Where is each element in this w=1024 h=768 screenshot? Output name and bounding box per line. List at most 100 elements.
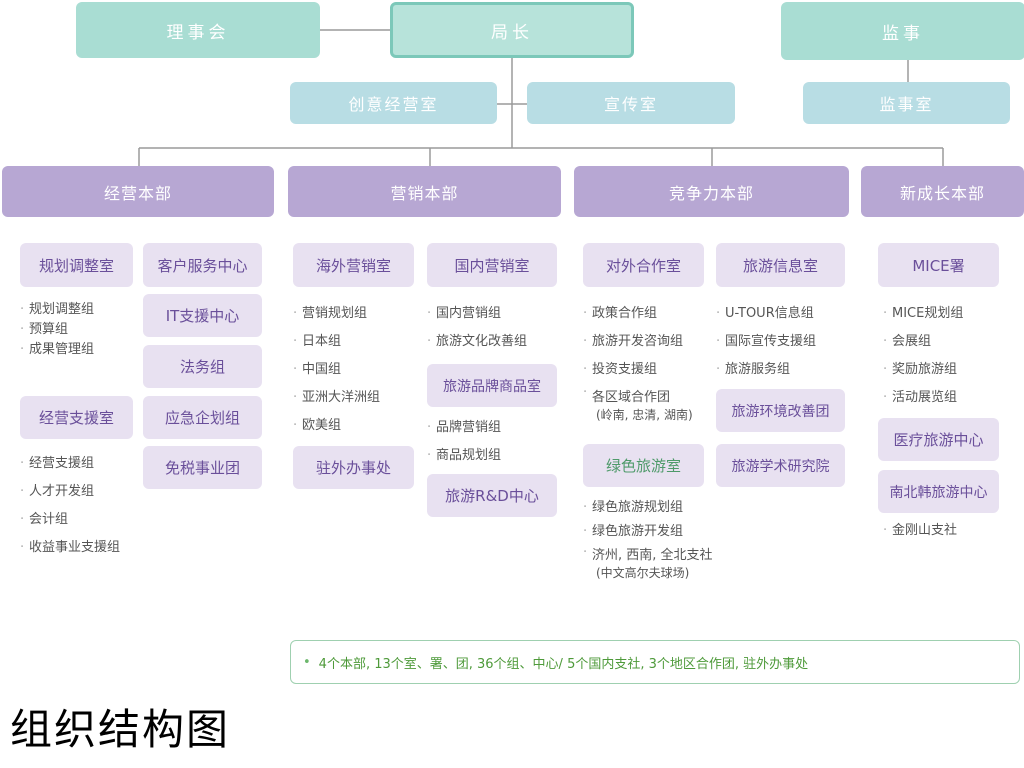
division-management: 经营本部 [2,166,274,217]
tourism-environment-group: 旅游环境改善团 [716,389,845,432]
list-item: MICE规划组 [883,300,963,328]
overseas-marketing-office: 海外营销室 [293,243,414,287]
list-item: 绿色旅游规划组 [583,496,713,520]
regional-group-label: 各区域合作团 [592,390,671,405]
planning-groups: 规划调整组 预算组 成果管理组 [20,300,94,360]
domestic-marketing-office: 国内营销室 [427,243,557,287]
external-cooperation-label: 对外合作室 [605,256,681,275]
customer-service-label: 客户服务中心 [157,256,248,275]
list-item: 预算组 [20,320,94,340]
list-item: 各区域合作团 (岭南, 忠清, 湖南) [583,384,693,423]
list-item: 旅游开发咨询组 [583,328,693,356]
division-marketing-label: 营销本部 [390,183,459,203]
division-marketing: 营销本部 [288,166,561,217]
supervisor-label: 监事 [882,23,924,44]
list-item: 绿色旅游开发组 [583,520,713,544]
list-item: 商品规划组 [427,442,501,470]
kumgang-branch-list: 金刚山支社 [883,520,957,542]
tourism-rd-center: 旅游R&D中心 [427,474,557,517]
list-item: 会计组 [20,506,120,534]
supervision-office-label: 监事室 [879,95,934,114]
green-tourism-office: 绿色旅游室 [583,444,704,487]
brand-groups: 品牌营销组 商品规划组 [427,414,501,470]
mice-bureau: MICE署 [878,243,999,287]
summary-note: • 4个本部, 13个室、署、团, 36个组、中心/ 5个国内支社, 3个地区合… [290,640,1020,684]
list-item: 欧美组 [293,412,380,440]
medical-tourism-center: 医疗旅游中心 [878,418,999,461]
jeju-branch-label: 济州, 西南, 全北支社 [592,548,713,563]
duty-free-group: 免税事业团 [143,446,262,489]
division-competitiveness-label: 竞争力本部 [668,183,754,203]
medical-tourism-label: 医疗旅游中心 [893,431,984,449]
domestic-marketing-label: 国内营销室 [454,256,530,275]
mice-bureau-label: MICE署 [912,256,965,275]
domestic-groups: 国内营销组 旅游文化改善组 [427,300,527,356]
tourism-info-office: 旅游信息室 [716,243,845,287]
list-item: 亚洲大洋洲组 [293,384,380,412]
list-item: 收益事业支援组 [20,534,120,562]
list-item: 国际宣传支援组 [716,328,816,356]
list-item: 奖励旅游组 [883,356,963,384]
green-groups: 绿色旅游规划组 绿色旅游开发组 济州, 西南, 全北支社 (中文高尔夫球场) [583,496,713,581]
overseas-marketing-label: 海外营销室 [315,256,391,275]
list-item: 金刚山支社 [883,520,957,542]
list-item: 日本组 [293,328,380,356]
list-item: 投资支援组 [583,356,693,384]
emergency-planning-group: 应急企划组 [143,396,262,439]
supervision-office-box: 监事室 [803,82,1010,124]
list-item: U-TOUR信息组 [716,300,816,328]
creative-office-box: 创意经营室 [290,82,497,124]
mice-groups: MICE规划组 会展组 奖励旅游组 活动展览组 [883,300,963,412]
tourism-academic-institute: 旅游学术研究院 [716,444,845,487]
it-support-center: IT支援中心 [143,294,262,337]
list-item: 国内营销组 [427,300,527,328]
external-groups: 政策合作组 旅游开发咨询组 投资支援组 各区域合作团 (岭南, 忠清, 湖南) [583,300,693,423]
division-competitiveness: 竞争力本部 [574,166,849,217]
support-office: 经营支援室 [20,396,133,439]
division-growth-label: 新成长本部 [899,183,985,203]
page-title: 组织结构图 [10,705,231,754]
legal-group: 法务组 [143,345,262,388]
list-item: 会展组 [883,328,963,356]
external-cooperation-office: 对外合作室 [583,243,704,287]
green-tourism-label: 绿色旅游室 [605,457,681,475]
inter-korean-tourism-label: 南北韩旅游中心 [889,484,988,501]
bullet-icon: • [303,654,311,670]
creative-office-label: 创意经营室 [348,95,439,114]
list-item: 营销规划组 [293,300,380,328]
regional-group-detail: (岭南, 忠清, 湖南) [596,408,693,422]
summary-note-text: 4个本部, 13个室、署、团, 36个组、中心/ 5个国内支社, 3个地区合作团… [318,656,809,672]
list-item: 经营支援组 [20,450,120,478]
support-office-label: 经营支援室 [38,409,114,427]
inter-korean-tourism-center: 南北韩旅游中心 [878,470,999,513]
division-growth: 新成长本部 [861,166,1024,217]
customer-service-center: 客户服务中心 [143,243,262,287]
list-item: 政策合作组 [583,300,693,328]
tourism-rd-label: 旅游R&D中心 [445,487,539,505]
board-label: 理事会 [166,22,230,43]
legal-group-label: 法务组 [179,358,225,376]
list-item: 旅游服务组 [716,356,816,384]
publicity-office-label: 宣传室 [603,95,658,114]
list-item: 中国组 [293,356,380,384]
list-item: 规划调整组 [20,300,94,320]
division-management-label: 经营本部 [103,183,172,203]
list-item: 成果管理组 [20,340,94,360]
list-item: 旅游文化改善组 [427,328,527,356]
list-item: 济州, 西南, 全北支社 (中文高尔夫球场) [583,544,713,581]
support-groups: 经营支援组 人才开发组 会计组 收益事业支援组 [20,450,120,562]
it-support-label: IT支援中心 [165,307,240,325]
overseas-groups: 营销规划组 日本组 中国组 亚洲大洋洲组 欧美组 [293,300,380,440]
overseas-office-box: 驻外办事处 [293,446,414,489]
brand-product-label: 旅游品牌商品室 [443,378,541,395]
board-box: 理事会 [76,2,320,58]
jeju-branch-detail: (中文高尔夫球场) [596,566,690,580]
director-box: 局长 [390,2,634,58]
brand-product-office: 旅游品牌商品室 [427,364,557,407]
overseas-office-label: 驻外办事处 [315,459,391,477]
tourism-info-label: 旅游信息室 [742,256,818,275]
list-item: 活动展览组 [883,384,963,412]
duty-free-label: 免税事业团 [164,459,240,477]
planning-office: 规划调整室 [20,243,133,287]
list-item: 品牌营销组 [427,414,501,442]
